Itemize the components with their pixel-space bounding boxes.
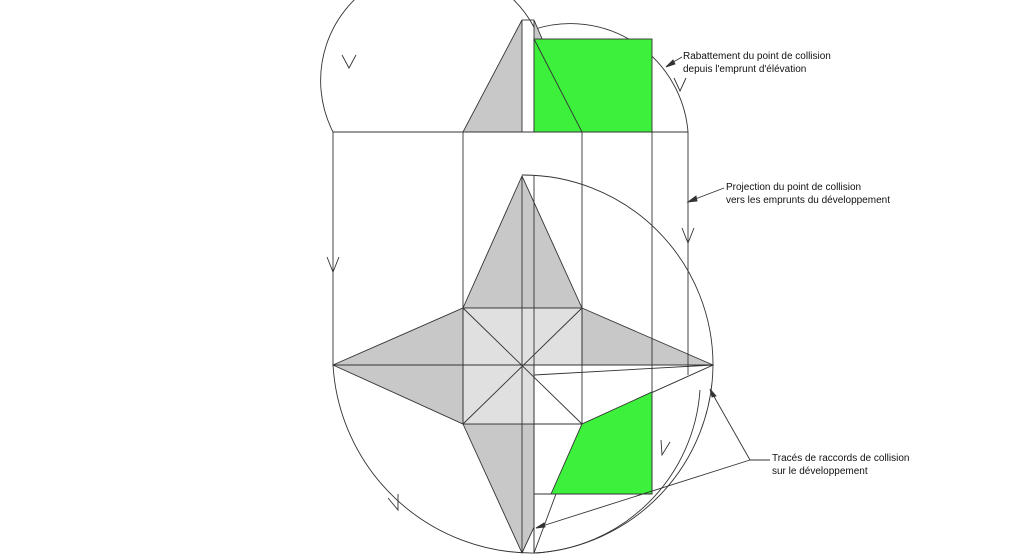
annotation-traces: Tracés de raccords de collision sur le d… [772, 452, 909, 478]
annotation-rabattement-line2: depuis l'emprunt d'élévation [683, 64, 807, 75]
upper-left-arc [320, 0, 536, 133]
annotation-rabattement-line1: Rabattement du point de collision [683, 51, 831, 62]
elevation-view [462, 19, 653, 133]
lower-large-arc [332, 364, 536, 554]
annotation-traces-line2: sur le développement [772, 466, 868, 477]
leader-lines [535, 56, 770, 529]
construction-arcs [320, 0, 714, 554]
plan-star [331, 174, 715, 555]
annotation-rabattement: Rabattement du point de collision depuis… [683, 50, 831, 76]
middle-right-arc [521, 174, 714, 366]
arrow-upper-left [341, 54, 357, 69]
annotation-projection-line1: Projection du point de collision [726, 182, 862, 193]
annotation-projection: Projection du point de collision vers le… [726, 181, 890, 207]
direction-arrows [326, 54, 695, 512]
annotation-traces-line1: Tracés de raccords de collision [772, 453, 910, 464]
star-left-arm [331, 307, 464, 425]
arrow-left-vertical [326, 256, 340, 274]
arrow-right-vertical [681, 227, 695, 245]
annotation-projection-line2: vers les emprunts du développement [726, 195, 890, 206]
projection-lines [332, 131, 714, 495]
arrow-upper-right [673, 77, 687, 93]
star-top-arm [462, 174, 583, 309]
elevation-collision-rect [533, 38, 653, 133]
arrow-lower-left [387, 494, 399, 512]
elevation-face-left [462, 19, 523, 133]
inner-right-arc [534, 389, 701, 554]
arrow-lower-right [660, 439, 671, 457]
